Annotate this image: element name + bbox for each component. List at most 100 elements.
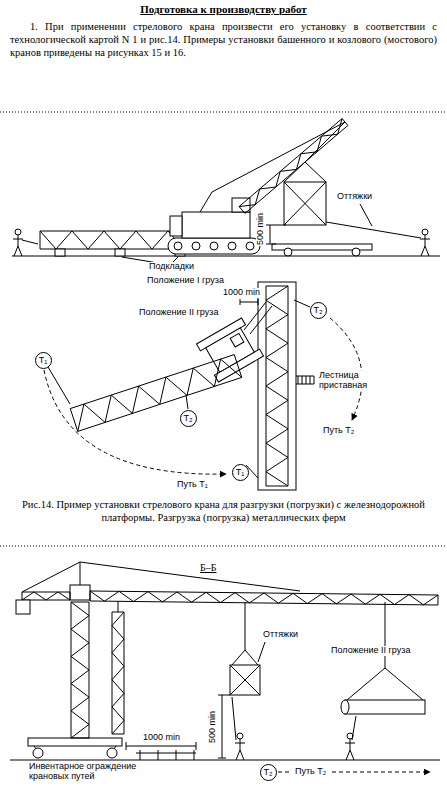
tower-mast [71, 738, 89, 739]
ladder [296, 384, 314, 385]
truss [266, 486, 288, 487]
jib-pendant [22, 562, 80, 592]
sling [284, 162, 305, 182]
worker [425, 235, 426, 246]
sling [245, 650, 258, 665]
truss [78, 359, 242, 431]
truss [266, 286, 288, 486]
worker [18, 235, 19, 246]
fence-post [194, 750, 195, 760]
load-truss [284, 182, 326, 225]
title: Подготовка к производству работ [0, 3, 447, 15]
ground-line [12, 256, 440, 257]
figure-label: 1000 min [222, 288, 261, 298]
crane-boom [239, 207, 245, 214]
path-arrow [330, 318, 362, 420]
separator [0, 112, 447, 113]
dimension-tick [126, 742, 127, 750]
dimension-tick [266, 225, 286, 226]
crane-track [168, 238, 260, 254]
crane-plan [196, 318, 263, 382]
sling [347, 668, 385, 700]
tower-mast [71, 602, 72, 738]
load-cylinder [345, 700, 425, 714]
crane-jib [90, 601, 438, 605]
figure-label: Оттяжки [336, 192, 373, 202]
hoist-rope [385, 602, 386, 668]
figure-label: Положение II груза [330, 646, 411, 656]
ground-line [10, 760, 440, 761]
wheel [284, 248, 292, 256]
marker-text: T₁ [39, 356, 48, 365]
crane-jib [89, 591, 90, 601]
dimension-tick [240, 299, 241, 305]
figure-label: Инвентарное ограждение крановых путей [28, 762, 138, 782]
ladder-rung [314, 376, 315, 384]
section-label: Б–Б [200, 562, 216, 573]
counter-jib [70, 592, 71, 600]
rail-platform [258, 282, 296, 490]
dimension-line [270, 225, 271, 244]
track-wheel [246, 242, 254, 250]
worker [237, 733, 243, 739]
sling [232, 650, 245, 665]
dimension-tick [266, 244, 276, 245]
load-column [124, 612, 125, 734]
dimension-line [126, 746, 196, 747]
ladder-rung [306, 376, 307, 384]
truss [70, 409, 78, 432]
worker [420, 239, 430, 240]
crane-jib [90, 591, 438, 605]
marker-circle: T₂ [260, 764, 277, 781]
track-wheel [210, 242, 218, 250]
tag-rope [186, 395, 188, 409]
crane-cab [230, 333, 244, 347]
leader-line [258, 642, 265, 662]
figure-label: Положение I груза [146, 276, 225, 286]
path-arrow [332, 772, 430, 773]
counter-jib [22, 592, 70, 600]
crane-jib [437, 595, 438, 605]
a-frame [200, 192, 212, 212]
worker [345, 743, 355, 744]
marker-text: T₂ [184, 414, 193, 423]
ladder-rung [310, 376, 311, 384]
load-column [112, 734, 124, 735]
figure-label: Оттяжки [262, 630, 299, 640]
figure-label: 1000 min [142, 733, 181, 743]
jib-pendant [80, 562, 300, 591]
marker-text: T₁ [236, 468, 245, 477]
hoist-rope [305, 122, 345, 162]
guy-line [232, 697, 236, 740]
worker [240, 750, 244, 760]
figure-label: Подкладки [148, 262, 195, 272]
figure-caption: Рис.14. Пример установки стрелового кран… [22, 498, 425, 524]
worker [18, 246, 22, 256]
tower-mast [71, 602, 89, 603]
tower-mast [71, 602, 89, 738]
worker [346, 750, 350, 760]
ladder [296, 376, 314, 377]
wheel [33, 748, 43, 758]
guy-line [352, 716, 356, 740]
worker [422, 229, 428, 235]
dimension-line [222, 695, 223, 758]
counterweight [170, 216, 182, 236]
figure-label: Путь T₂ [294, 767, 327, 777]
line-art [0, 112, 447, 772]
figure-label: 500 min [256, 212, 266, 246]
worker [15, 229, 21, 235]
wheel [352, 248, 360, 256]
ladder-rung [298, 376, 299, 384]
fence-post [158, 750, 159, 760]
dimension-tick [218, 695, 230, 696]
worker [235, 743, 245, 744]
worker [350, 750, 354, 760]
load-column [112, 612, 113, 734]
worker [13, 239, 23, 240]
figure-label: 500 min [208, 710, 218, 744]
marker-text: T₂ [314, 306, 323, 315]
leader-line [360, 204, 372, 226]
load [230, 665, 260, 695]
